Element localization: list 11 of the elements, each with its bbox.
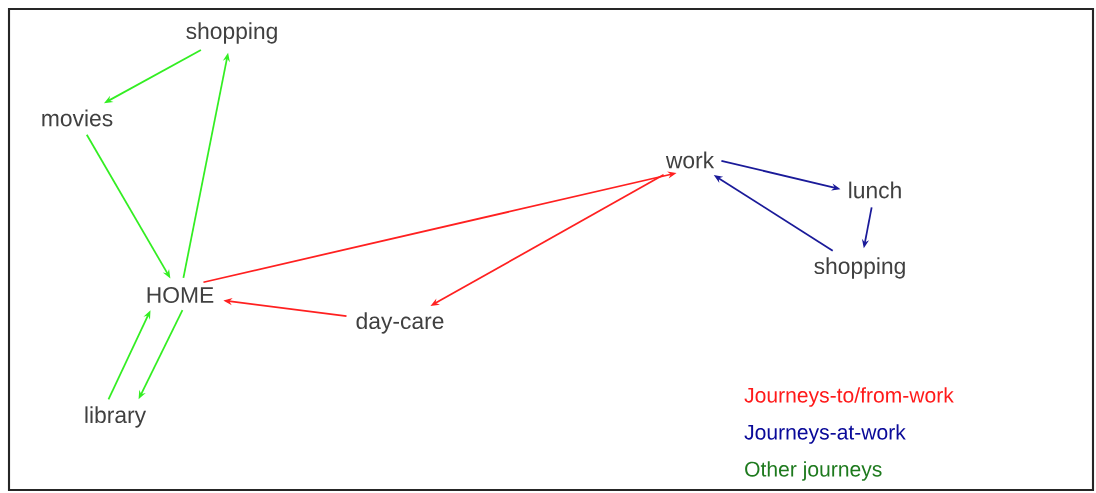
place-label: lunch <box>849 181 901 199</box>
place-label: library <box>85 406 147 428</box>
legend-entry: Journeys-at-work <box>744 424 906 444</box>
place-label: movies <box>42 109 113 127</box>
place-label: shopping <box>814 257 905 279</box>
place-label: shopping <box>186 22 277 44</box>
place-label: day-care <box>356 312 444 334</box>
place-label: work <box>665 151 715 169</box>
place-label: HOME <box>147 286 214 304</box>
legend-entry: Other journeys <box>745 461 882 481</box>
legend-entry: Journeys-to/from-work <box>744 387 954 407</box>
